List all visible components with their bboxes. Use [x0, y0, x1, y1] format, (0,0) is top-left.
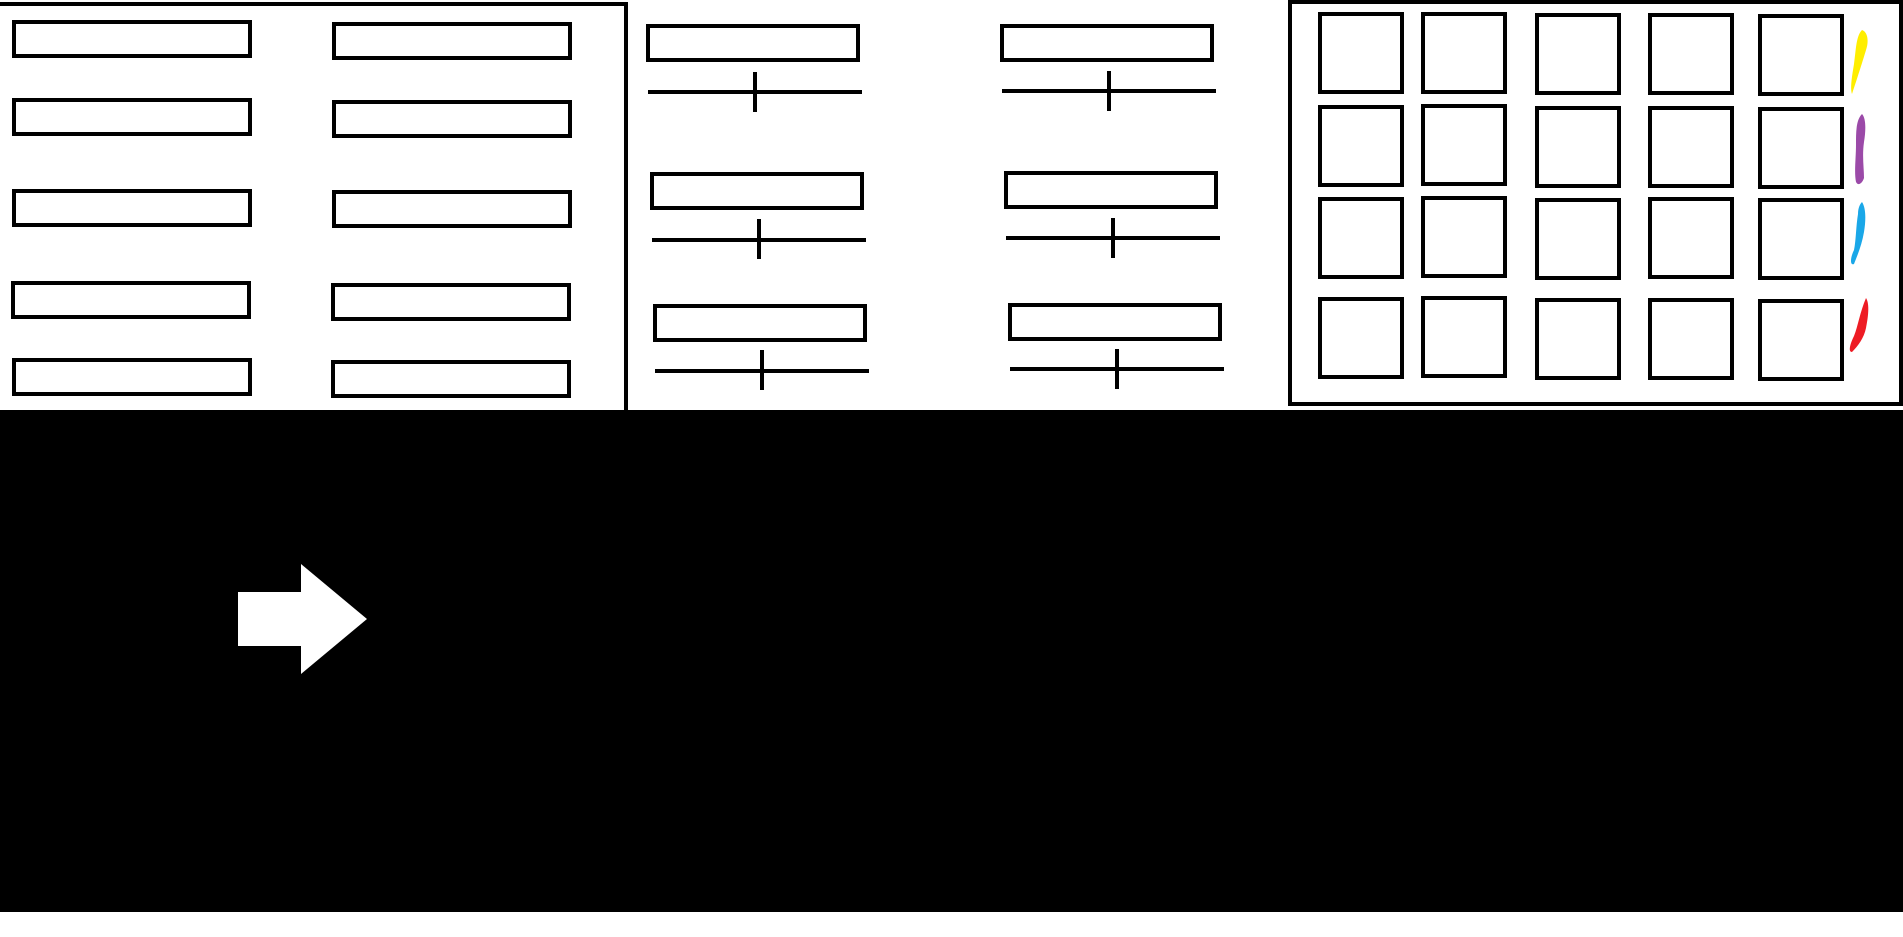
slider-label-box-1-right[interactable]: [1000, 24, 1214, 62]
grid-cell-r3-c2[interactable]: [1421, 196, 1507, 278]
grid-cell-r4-c2[interactable]: [1421, 296, 1507, 378]
grid-panel: [1288, 0, 1903, 406]
slider-label-box-3-left[interactable]: [653, 304, 867, 342]
grid-cell-r2-c3[interactable]: [1535, 106, 1621, 188]
slider-thumb-1-left[interactable]: [753, 72, 757, 112]
slider-label-box-2-right[interactable]: [1004, 171, 1218, 209]
red-swatch-shape: [1849, 298, 1869, 352]
slider-thumb-1-right[interactable]: [1107, 71, 1111, 111]
slider-label-box-3-right[interactable]: [1008, 303, 1222, 341]
grid-cell-r4-c5[interactable]: [1758, 299, 1844, 381]
grid-cell-r1-c1[interactable]: [1318, 12, 1404, 94]
grid-cell-r4-c4[interactable]: [1648, 298, 1734, 380]
text-field-3-right[interactable]: [332, 190, 572, 228]
grid-cell-r3-c1[interactable]: [1318, 197, 1404, 279]
text-field-5-right[interactable]: [331, 360, 571, 398]
grid-cell-r2-c2[interactable]: [1421, 104, 1507, 186]
red-swatch-icon[interactable]: [1848, 296, 1870, 360]
blue-swatch-shape: [1851, 202, 1866, 265]
text-field-5-left[interactable]: [12, 358, 252, 396]
sliders-panel: [628, 0, 1288, 410]
yellow-swatch-icon[interactable]: [1848, 28, 1870, 94]
grid-cell-r3-c5[interactable]: [1758, 198, 1844, 280]
grid-cell-r2-c1[interactable]: [1318, 105, 1404, 187]
grid-cell-r1-c4[interactable]: [1648, 13, 1734, 95]
text-field-4-right[interactable]: [331, 283, 571, 321]
slider-thumb-2-left[interactable]: [757, 219, 761, 259]
arrow-right-shape: [238, 564, 367, 674]
blue-swatch-icon[interactable]: [1848, 200, 1870, 265]
grid-cell-r4-c1[interactable]: [1318, 297, 1404, 379]
arrow-right-icon[interactable]: [237, 562, 369, 676]
slider-thumb-2-right[interactable]: [1111, 218, 1115, 258]
text-field-4-left[interactable]: [11, 281, 251, 319]
grid-cell-r2-c5[interactable]: [1758, 107, 1844, 189]
text-field-1-left[interactable]: [12, 20, 252, 58]
purple-swatch-icon[interactable]: [1848, 112, 1870, 185]
text-field-2-left[interactable]: [12, 98, 252, 136]
text-field-3-left[interactable]: [12, 189, 252, 227]
grid-cell-r1-c3[interactable]: [1535, 13, 1621, 95]
slider-label-box-1-left[interactable]: [646, 24, 860, 62]
text-field-2-right[interactable]: [332, 100, 572, 138]
slider-thumb-3-left[interactable]: [760, 350, 764, 390]
canvas-background: [0, 410, 1903, 912]
grid-cell-r4-c3[interactable]: [1535, 298, 1621, 380]
grid-cell-r3-c4[interactable]: [1648, 197, 1734, 279]
purple-swatch-shape: [1855, 114, 1866, 185]
yellow-swatch-shape: [1851, 30, 1868, 94]
grid-cell-r1-c2[interactable]: [1421, 12, 1507, 94]
text-field-1-right[interactable]: [332, 22, 572, 60]
grid-cell-r1-c5[interactable]: [1758, 14, 1844, 96]
grid-cell-r3-c3[interactable]: [1535, 198, 1621, 280]
slider-label-box-2-left[interactable]: [650, 172, 864, 210]
slider-thumb-3-right[interactable]: [1115, 349, 1119, 389]
text-fields-panel: [0, 2, 628, 410]
grid-cell-r2-c4[interactable]: [1648, 106, 1734, 188]
